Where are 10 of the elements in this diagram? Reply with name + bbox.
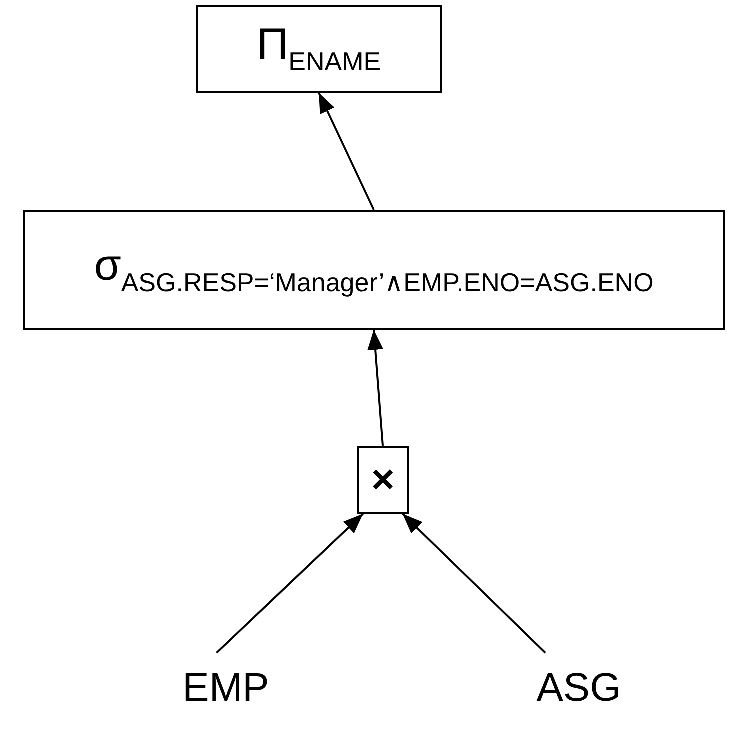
operator-text: σ$_{ASG.RESP=‘Manager’∧EMP.ENO=ASG.ENO}$ [94,244,654,296]
operator-box [357,446,409,514]
arrow [216,513,364,654]
arrow [318,92,375,210]
operator-box [23,210,725,330]
operator-text: × [371,460,395,500]
operator-box [196,5,442,93]
arrow [368,330,384,446]
arrow [402,513,546,654]
operator-text: Π$_{ENAME}$ [256,23,382,75]
